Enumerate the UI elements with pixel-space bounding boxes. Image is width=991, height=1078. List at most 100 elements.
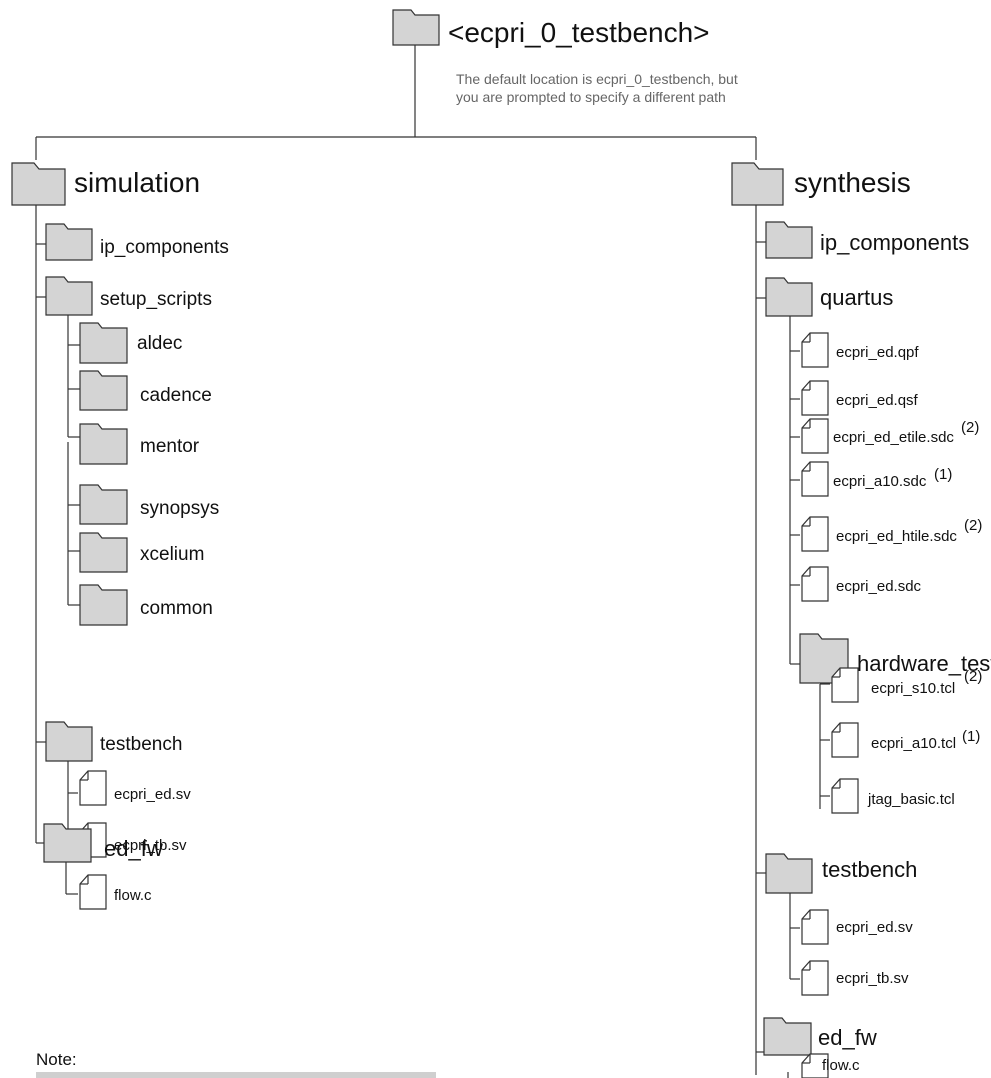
file-label: ecpri_ed.sdc [836,578,922,595]
folder-icon [765,221,813,259]
root-note-line2: you are prompted to specify a different … [456,89,726,105]
sim-ip-components-folder: ip_components [45,223,229,261]
file-label: ecpri_ed.sv [836,919,913,936]
setup-cadence-folder: cadence [79,370,212,411]
setup-synopsys-folder: synopsys [79,484,219,525]
sim-testbench-label: testbench [100,734,182,755]
folder-icon [79,322,128,364]
folder-icon [45,721,93,762]
file-icon [831,778,859,814]
root-folder-label: <ecpri_0_testbench> [448,17,710,48]
file-icon [801,1053,829,1078]
setup-mentor-folder: mentor [79,423,200,465]
hardware-test-folder: hardware_test [799,633,991,684]
folder-icon [765,277,813,317]
folder-icon [45,276,93,316]
synth-ed-fw-label: ed_fw [818,1025,877,1050]
simulation-folder: simulation [11,162,200,206]
synth-ed-fw-file: flow.c [801,1053,860,1078]
file-label: ecpri_ed.sv [114,786,191,803]
folder-icon [763,1017,812,1056]
folder-icon [45,223,93,261]
synth-ip-components-folder: ip_components [765,221,969,259]
footnote-marker: (2) [961,419,979,436]
quartus-file-qsf: ecpri_ed.qsf [801,380,919,416]
folder-icon [79,484,128,525]
file-icon [801,516,829,552]
file-label: flow.c [822,1057,860,1074]
hw-file-jtag: jtag_basic.tcl [831,778,955,814]
note-text-cutoff [36,1072,436,1078]
folder-icon [79,532,128,573]
file-label: jtag_basic.tcl [867,791,955,808]
file-icon [831,667,859,703]
hardware-test-label: hardware_test [857,651,991,676]
file-icon [801,909,829,945]
setup-child-label: mentor [140,436,200,457]
synth-ip-components-label: ip_components [820,230,969,255]
file-label: flow.c [114,887,152,904]
setup-scripts-label: setup_scripts [100,289,212,310]
setup-scripts-folder: setup_scripts [45,276,212,316]
synth-tb-file-1: ecpri_ed.sv [801,909,913,945]
synth-tb-file-2: ecpri_tb.sv [801,960,909,996]
synth-ed-fw-folder: ed_fw [763,1017,877,1056]
folder-icon [43,823,92,863]
file-icon [801,461,829,497]
sim-testbench-folder: testbench [45,721,182,762]
file-label: ecpri_ed_etile.sdc [833,429,954,446]
file-label: ecpri_s10.tcl [871,680,955,697]
footnote-marker: (2) [964,668,982,685]
file-label: ecpri_tb.sv [836,970,909,987]
folder-icon [79,370,128,411]
folder-icon [731,162,784,206]
sim-ip-components-label: ip_components [100,237,229,258]
footnote-marker: (1) [962,728,980,745]
sim-ed-fw-label: ed_fw [104,836,163,861]
setup-common-folder: common [79,584,213,626]
setup-child-label: aldec [137,333,182,354]
quartus-file-etile: ecpri_ed_etile.sdc (2) [801,418,979,454]
sim-ed-fw-file: flow.c [79,874,152,910]
sim-tb-file-1: ecpri_ed.sv [79,770,191,806]
file-label: ecpri_ed.qpf [836,344,919,361]
folder-icon [392,9,440,46]
file-label: ecpri_ed_htile.sdc [836,528,957,545]
setup-child-label: cadence [140,385,212,406]
file-label: ecpri_tb.sv [114,837,187,854]
hw-file-s10: ecpri_s10.tcl (2) [831,667,982,703]
setup-child-label: synopsys [140,498,219,519]
synth-testbench-folder: testbench [765,853,917,894]
quartus-file-qpf: ecpri_ed.qpf [801,332,919,368]
setup-xcelium-folder: xcelium [79,532,204,573]
file-label: ecpri_ed.qsf [836,392,919,409]
hw-file-a10: ecpri_a10.tcl (1) [831,722,980,758]
synth-testbench-label: testbench [822,857,917,882]
file-icon [801,380,829,416]
setup-child-label: common [140,598,213,619]
file-label: ecpri_a10.sdc [833,473,927,490]
sim-ed-fw-folder: ed_fw [43,823,163,863]
footnote-marker: (1) [934,466,952,483]
file-icon [79,874,107,910]
file-icon [79,770,107,806]
root-note-line1: The default location is ecpri_0_testbenc… [456,71,738,87]
file-label: ecpri_a10.tcl [871,735,956,752]
folder-icon [11,162,66,206]
file-icon [801,418,829,454]
file-icon [801,332,829,368]
quartus-file-a10-sdc: ecpri_a10.sdc (1) [801,461,952,497]
folder-icon [799,633,849,684]
root-folder: <ecpri_0_testbench> The default location… [392,9,738,105]
setup-aldec-folder: aldec [79,322,182,364]
file-icon [831,722,859,758]
footnote-marker: (2) [964,517,982,534]
tree-connectors [35,45,830,1078]
note-heading: Note: [36,1050,77,1069]
setup-child-label: xcelium [140,544,204,565]
quartus-file-htile: ecpri_ed_htile.sdc (2) [801,516,982,552]
folder-icon [765,853,813,894]
file-icon [801,960,829,996]
synthesis-folder: synthesis [731,162,911,206]
